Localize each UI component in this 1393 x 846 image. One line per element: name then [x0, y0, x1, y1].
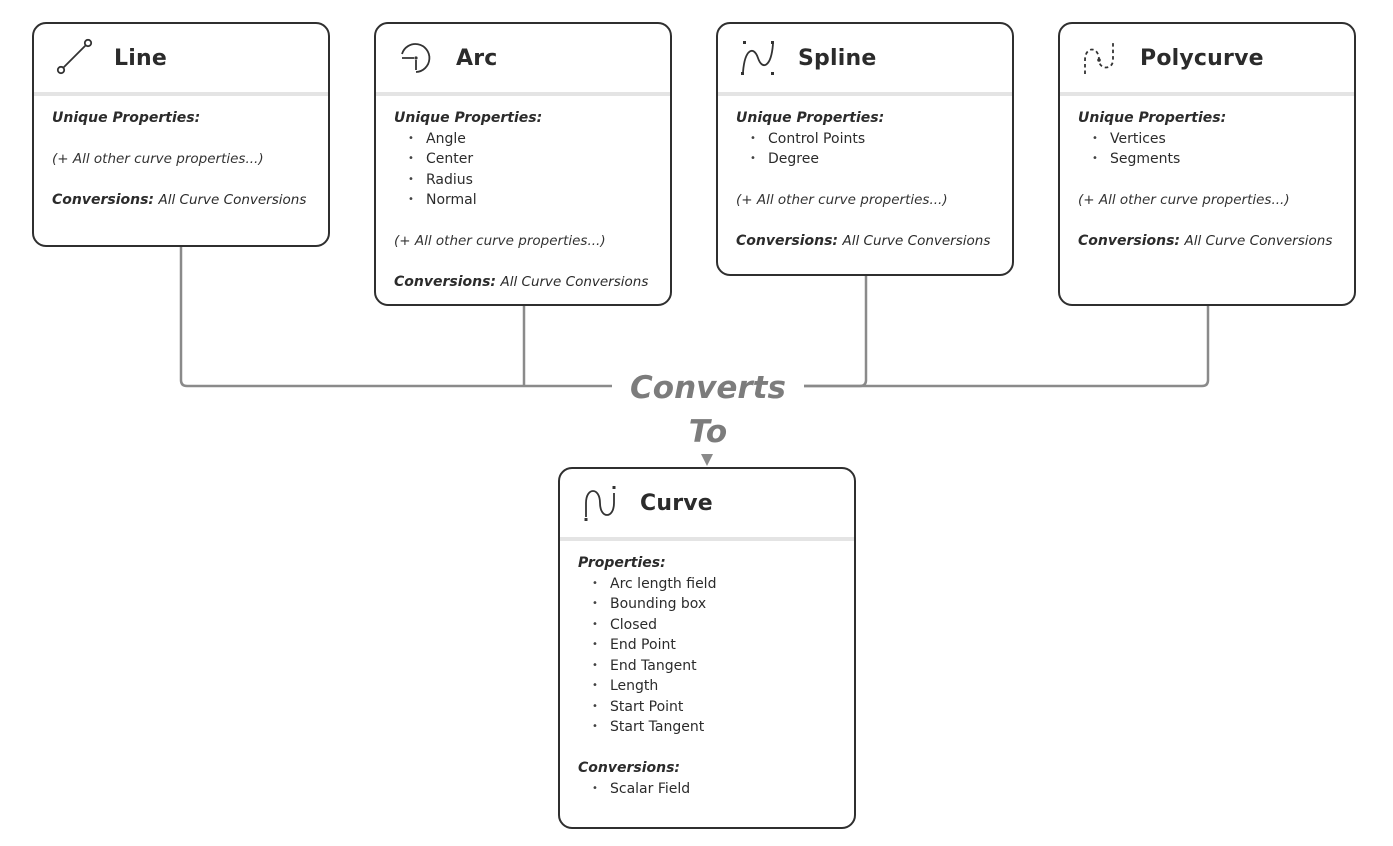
spline-icon: [738, 38, 778, 78]
other-properties-note: (+ All other curve properties...): [736, 192, 948, 208]
list-item: Arc length field: [592, 574, 836, 595]
card-title: Line: [114, 45, 167, 71]
card-curve: Curve Properties: Arc length field Bound…: [558, 467, 856, 829]
card-line-body: Unique Properties: (+ All other curve pr…: [34, 96, 328, 211]
card-title: Curve: [640, 490, 713, 516]
conversions-label: Conversions:: [52, 192, 155, 208]
unique-properties-list: Angle Center Radius Normal: [394, 129, 652, 211]
list-item: Center: [408, 149, 652, 170]
card-title: Arc: [456, 45, 498, 71]
conversions-label: Conversions:: [394, 274, 497, 290]
connector-line-from-polycurve: [804, 305, 1210, 388]
properties-list: Arc length field Bounding box Closed End…: [578, 574, 836, 738]
conversions-row: Conversions: All Curve Conversions: [394, 272, 652, 293]
list-item: Degree: [750, 149, 994, 170]
list-item: Control Points: [750, 129, 994, 150]
card-title: Spline: [798, 45, 877, 71]
list-item: Start Point: [592, 697, 836, 718]
card-line: Line Unique Properties: (+ All other cur…: [32, 22, 330, 247]
list-item: Bounding box: [592, 594, 836, 615]
conversions-list: Scalar Field: [578, 779, 836, 800]
polycurve-icon: [1080, 38, 1120, 78]
list-item: Start Tangent: [592, 717, 836, 738]
connector-line-from-line: [179, 246, 612, 388]
list-item: End Tangent: [592, 656, 836, 677]
list-item: Length: [592, 676, 836, 697]
unique-properties-label: Unique Properties:: [1078, 110, 1227, 126]
other-properties-note: (+ All other curve properties...): [394, 233, 606, 249]
card-spline: Spline Unique Properties: Control Points…: [716, 22, 1014, 276]
list-item: Scalar Field: [592, 779, 836, 800]
other-properties-note: (+ All other curve properties...): [52, 151, 264, 167]
properties-label: Properties:: [578, 555, 666, 571]
card-polycurve-body: Unique Properties: Vertices Segments (+ …: [1060, 96, 1354, 252]
conversions-row: Conversions: All Curve Conversions: [736, 231, 994, 252]
card-spline-header: Spline: [718, 24, 1012, 96]
card-title: Polycurve: [1140, 45, 1264, 71]
list-item: Angle: [408, 129, 652, 150]
line-icon: [54, 38, 94, 78]
card-arc-body: Unique Properties: Angle Center Radius N…: [376, 96, 670, 293]
conversions-value: All Curve Conversions: [158, 192, 307, 208]
connector-line-from-spline: [804, 275, 868, 388]
conversions-value: All Curve Conversions: [842, 233, 991, 249]
other-properties-note: (+ All other curve properties...): [1078, 192, 1290, 208]
unique-properties-label: Unique Properties:: [736, 110, 885, 126]
list-item: End Point: [592, 635, 836, 656]
curve-icon: [580, 483, 620, 523]
conversions-row: Conversions: All Curve Conversions: [52, 190, 310, 211]
arc-icon: [396, 38, 436, 78]
conversions-label: Conversions:: [736, 233, 839, 249]
conversions-label: Conversions:: [578, 760, 681, 776]
unique-properties-label: Unique Properties:: [394, 110, 543, 126]
card-arc: Arc Unique Properties: Angle Center Radi…: [374, 22, 672, 306]
card-polycurve-header: Polycurve: [1060, 24, 1354, 96]
conversions-label: Conversions:: [1078, 233, 1181, 249]
unique-properties-list: Control Points Degree: [736, 129, 994, 170]
card-line-header: Line: [34, 24, 328, 96]
list-item: Normal: [408, 190, 652, 211]
card-spline-body: Unique Properties: Control Points Degree…: [718, 96, 1012, 252]
unique-properties-list: Vertices Segments: [1078, 129, 1336, 170]
list-item: Segments: [1092, 149, 1336, 170]
card-curve-header: Curve: [560, 469, 854, 541]
conversions-value: All Curve Conversions: [500, 274, 649, 290]
list-item: Radius: [408, 170, 652, 191]
card-polycurve: Polycurve Unique Properties: Vertices Se…: [1058, 22, 1356, 306]
card-curve-body: Properties: Arc length field Bounding bo…: [560, 541, 854, 799]
card-arc-header: Arc: [376, 24, 670, 96]
list-item: Vertices: [1092, 129, 1336, 150]
conversions-value: All Curve Conversions: [1184, 233, 1333, 249]
unique-properties-label: Unique Properties:: [52, 110, 201, 126]
conversions-row: Conversions: All Curve Conversions: [1078, 231, 1336, 252]
list-item: Closed: [592, 615, 836, 636]
converts-to-label: Converts To: [612, 366, 804, 454]
